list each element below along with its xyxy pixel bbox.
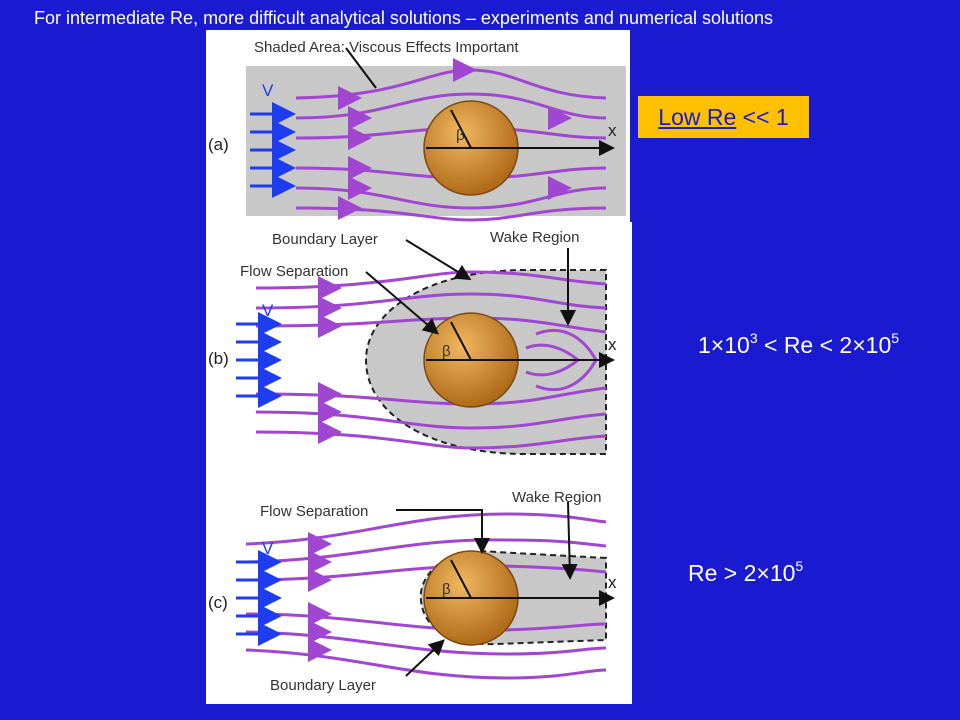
- boundary-layer-label: Boundary Layer: [270, 677, 376, 694]
- angle-line: [450, 109, 472, 149]
- inflow-arrows: [236, 550, 282, 646]
- low-re-link[interactable]: Low Re: [658, 104, 737, 130]
- panel-tag: (c): [208, 593, 228, 612]
- panel-a-low-re: Shaded Area: Viscous Effects Important V…: [206, 30, 630, 223]
- inflow-arrows: [236, 312, 282, 408]
- low-re-box: Low Re << 1: [638, 96, 809, 138]
- angle-line: [450, 559, 472, 599]
- velocity-label: V: [262, 81, 274, 100]
- angle-label: β: [442, 581, 451, 598]
- angle-line: [450, 321, 472, 361]
- panel-tag: (a): [208, 135, 229, 154]
- streamlines: [245, 512, 607, 680]
- inflow-arrows: [250, 102, 296, 198]
- wake-region-label: Wake Region: [512, 489, 602, 506]
- boundary-layer-leader: [405, 639, 445, 677]
- flow-separation-label: Flow Separation: [260, 503, 368, 520]
- high-re-range: Re > 2×105: [688, 558, 804, 586]
- panel-tag: (b): [208, 349, 229, 368]
- velocity-label: V: [262, 301, 274, 320]
- angle-label: β: [442, 343, 451, 360]
- axis-label: x: [608, 573, 617, 592]
- axis-label: x: [608, 335, 617, 354]
- boundary-layer-label: Boundary Layer: [272, 231, 378, 248]
- angle-label: β: [456, 127, 465, 144]
- boundary-layer-leader: [405, 239, 472, 281]
- mid-re-range: 1×103 < Re < 2×105: [698, 330, 900, 358]
- panel-c-high-re: Flow Separation Wake Region Boundary Lay…: [206, 464, 632, 704]
- annotation-label: Shaded Area: Viscous Effects Important: [254, 39, 519, 56]
- annotation-leader: [345, 47, 377, 89]
- flow-separation-leader: [365, 271, 440, 335]
- wake-region-label: Wake Region: [490, 229, 580, 246]
- flow-separation-leader: [396, 509, 490, 554]
- intro-text: For intermediate Re, more difficult anal…: [34, 8, 774, 28]
- flow-separation-label: Flow Separation: [240, 263, 348, 280]
- wake-region-leader: [561, 501, 578, 580]
- axis-label: x: [608, 121, 617, 140]
- velocity-label: V: [262, 539, 274, 558]
- panel-b-mid-re: Boundary Layer Wake Region Flow Separati…: [206, 222, 632, 464]
- low-re-condition: << 1: [736, 104, 789, 130]
